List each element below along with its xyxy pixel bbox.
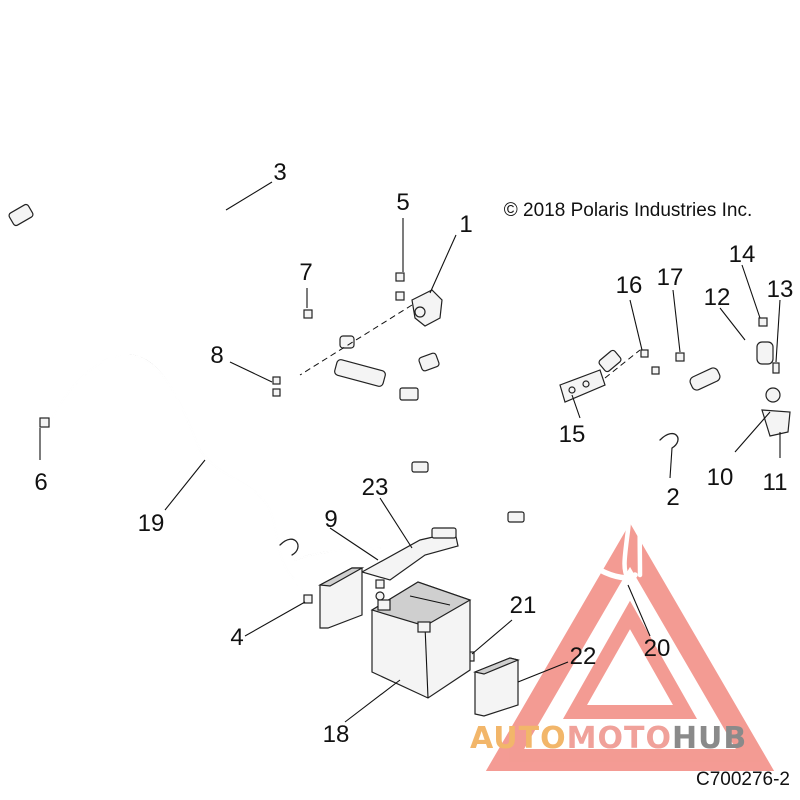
callout-13: 13: [767, 276, 794, 303]
solenoid: [299, 289, 443, 376]
callout-2: 2: [666, 484, 679, 511]
callout-1: 1: [459, 211, 472, 238]
callout-12: 12: [704, 284, 731, 311]
harness-center: [297, 335, 638, 581]
callout-23: 23: [362, 474, 389, 501]
watermark-auto: AUTO: [470, 721, 567, 756]
callout-15: 15: [559, 421, 586, 448]
figure-id: C700276-2: [696, 769, 790, 790]
watermark-hub: HUB: [672, 721, 747, 756]
bracket: [761, 387, 791, 437]
cable-3: [8, 141, 348, 348]
leader-lines: [39, 181, 781, 723]
callout-labels: 1 2 3 4 5 6 7 8 9 10 11 12 13 14 15 16 1…: [34, 159, 793, 748]
watermark-moto: MOTO: [567, 721, 672, 756]
callout-9: 9: [324, 506, 337, 533]
battery: [370, 581, 472, 699]
watermark-logo: [485, 523, 775, 771]
callout-10: 10: [707, 464, 734, 491]
callout-19: 19: [138, 510, 165, 537]
copyright-text: © 2018 Polaris Industries Inc.: [504, 200, 752, 221]
callout-6: 6: [34, 469, 47, 496]
watermark-text: AUTOMOTOHUB: [470, 721, 747, 756]
battery-pad-right: [472, 657, 520, 717]
callout-5: 5: [396, 189, 409, 216]
callout-16: 16: [616, 272, 643, 299]
cable-19: [39, 353, 381, 596]
watermark-triangle-inner: [562, 600, 698, 719]
terminal-block: [559, 349, 641, 403]
callout-22: 22: [570, 643, 597, 670]
battery-pad-left: [317, 567, 365, 629]
callout-8: 8: [210, 342, 223, 369]
callout-4: 4: [230, 624, 243, 651]
callout-18: 18: [323, 721, 350, 748]
hold-down-strap: [360, 527, 459, 581]
callout-20: 20: [644, 635, 671, 662]
cable-2-12: [598, 323, 774, 581]
callout-11: 11: [763, 469, 788, 496]
callout-21: 21: [510, 592, 537, 619]
callout-14: 14: [729, 241, 756, 268]
callout-17: 17: [657, 264, 684, 291]
callout-3: 3: [273, 159, 286, 186]
callout-7: 7: [299, 259, 312, 286]
watermark-triangle-outer: [485, 523, 775, 771]
